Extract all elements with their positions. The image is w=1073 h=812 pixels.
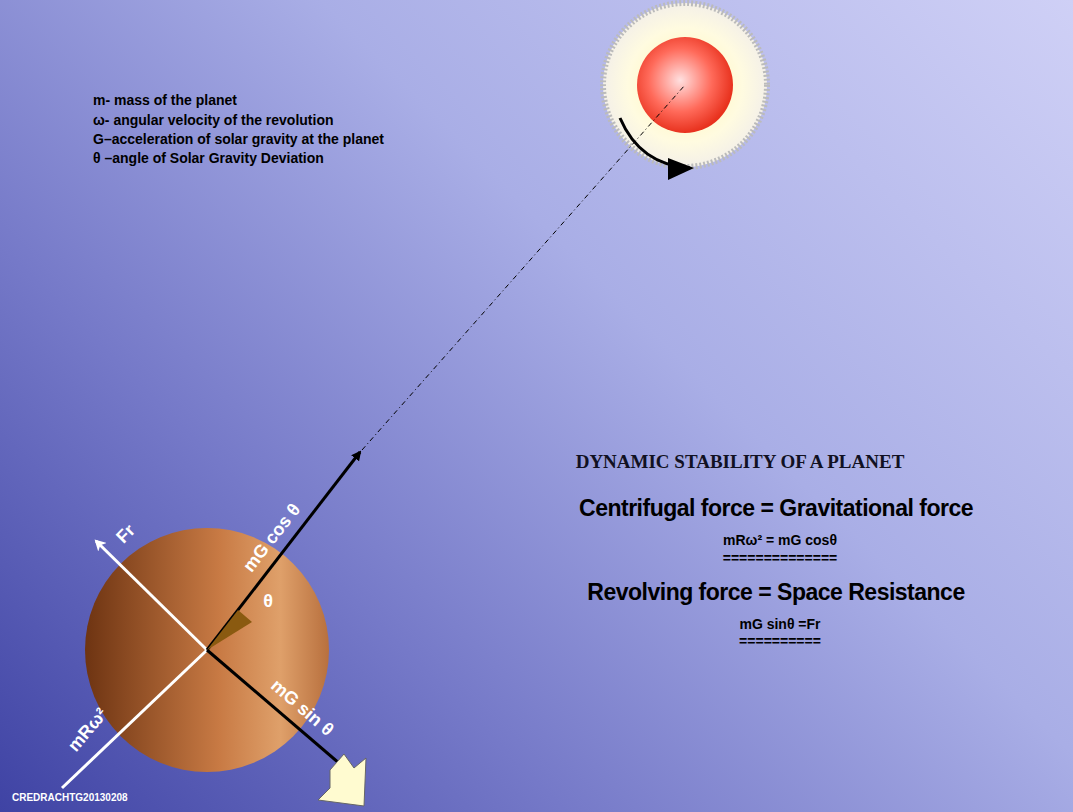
sin-force xyxy=(207,650,340,764)
legend-note: θ –angle of Solar Gravity Deviation xyxy=(93,150,324,166)
sun xyxy=(603,3,767,180)
underline: ========== xyxy=(739,633,821,649)
centrifugal-force xyxy=(62,650,207,788)
legend-note: ω- angular velocity of the revolution xyxy=(93,112,334,128)
diagram-title: DYNAMIC STABILITY OF A PLANET xyxy=(576,451,905,473)
equation: mG sinθ =Fr xyxy=(739,616,820,632)
equation-heading: Revolving force = Space Resistance xyxy=(587,579,964,606)
legend-note: G–acceleration of solar gravity at the p… xyxy=(93,131,384,147)
legend-note: m- mass of the planet xyxy=(93,92,237,108)
force-label: Fr xyxy=(112,520,140,548)
underline: ============== xyxy=(723,550,837,566)
equation: mRω² = mG cosθ xyxy=(723,532,837,548)
planet xyxy=(85,528,329,772)
equation-heading: Centrifugal force = Gravitational force xyxy=(579,495,973,522)
fr-force xyxy=(96,541,207,650)
watermark: CREDRACHTG20130208 xyxy=(12,792,128,803)
angle-label: θ xyxy=(263,591,273,612)
gravity-line xyxy=(362,85,685,450)
direction-arrow xyxy=(318,754,366,806)
theta-wedge xyxy=(207,610,252,650)
cos-force xyxy=(207,452,360,650)
